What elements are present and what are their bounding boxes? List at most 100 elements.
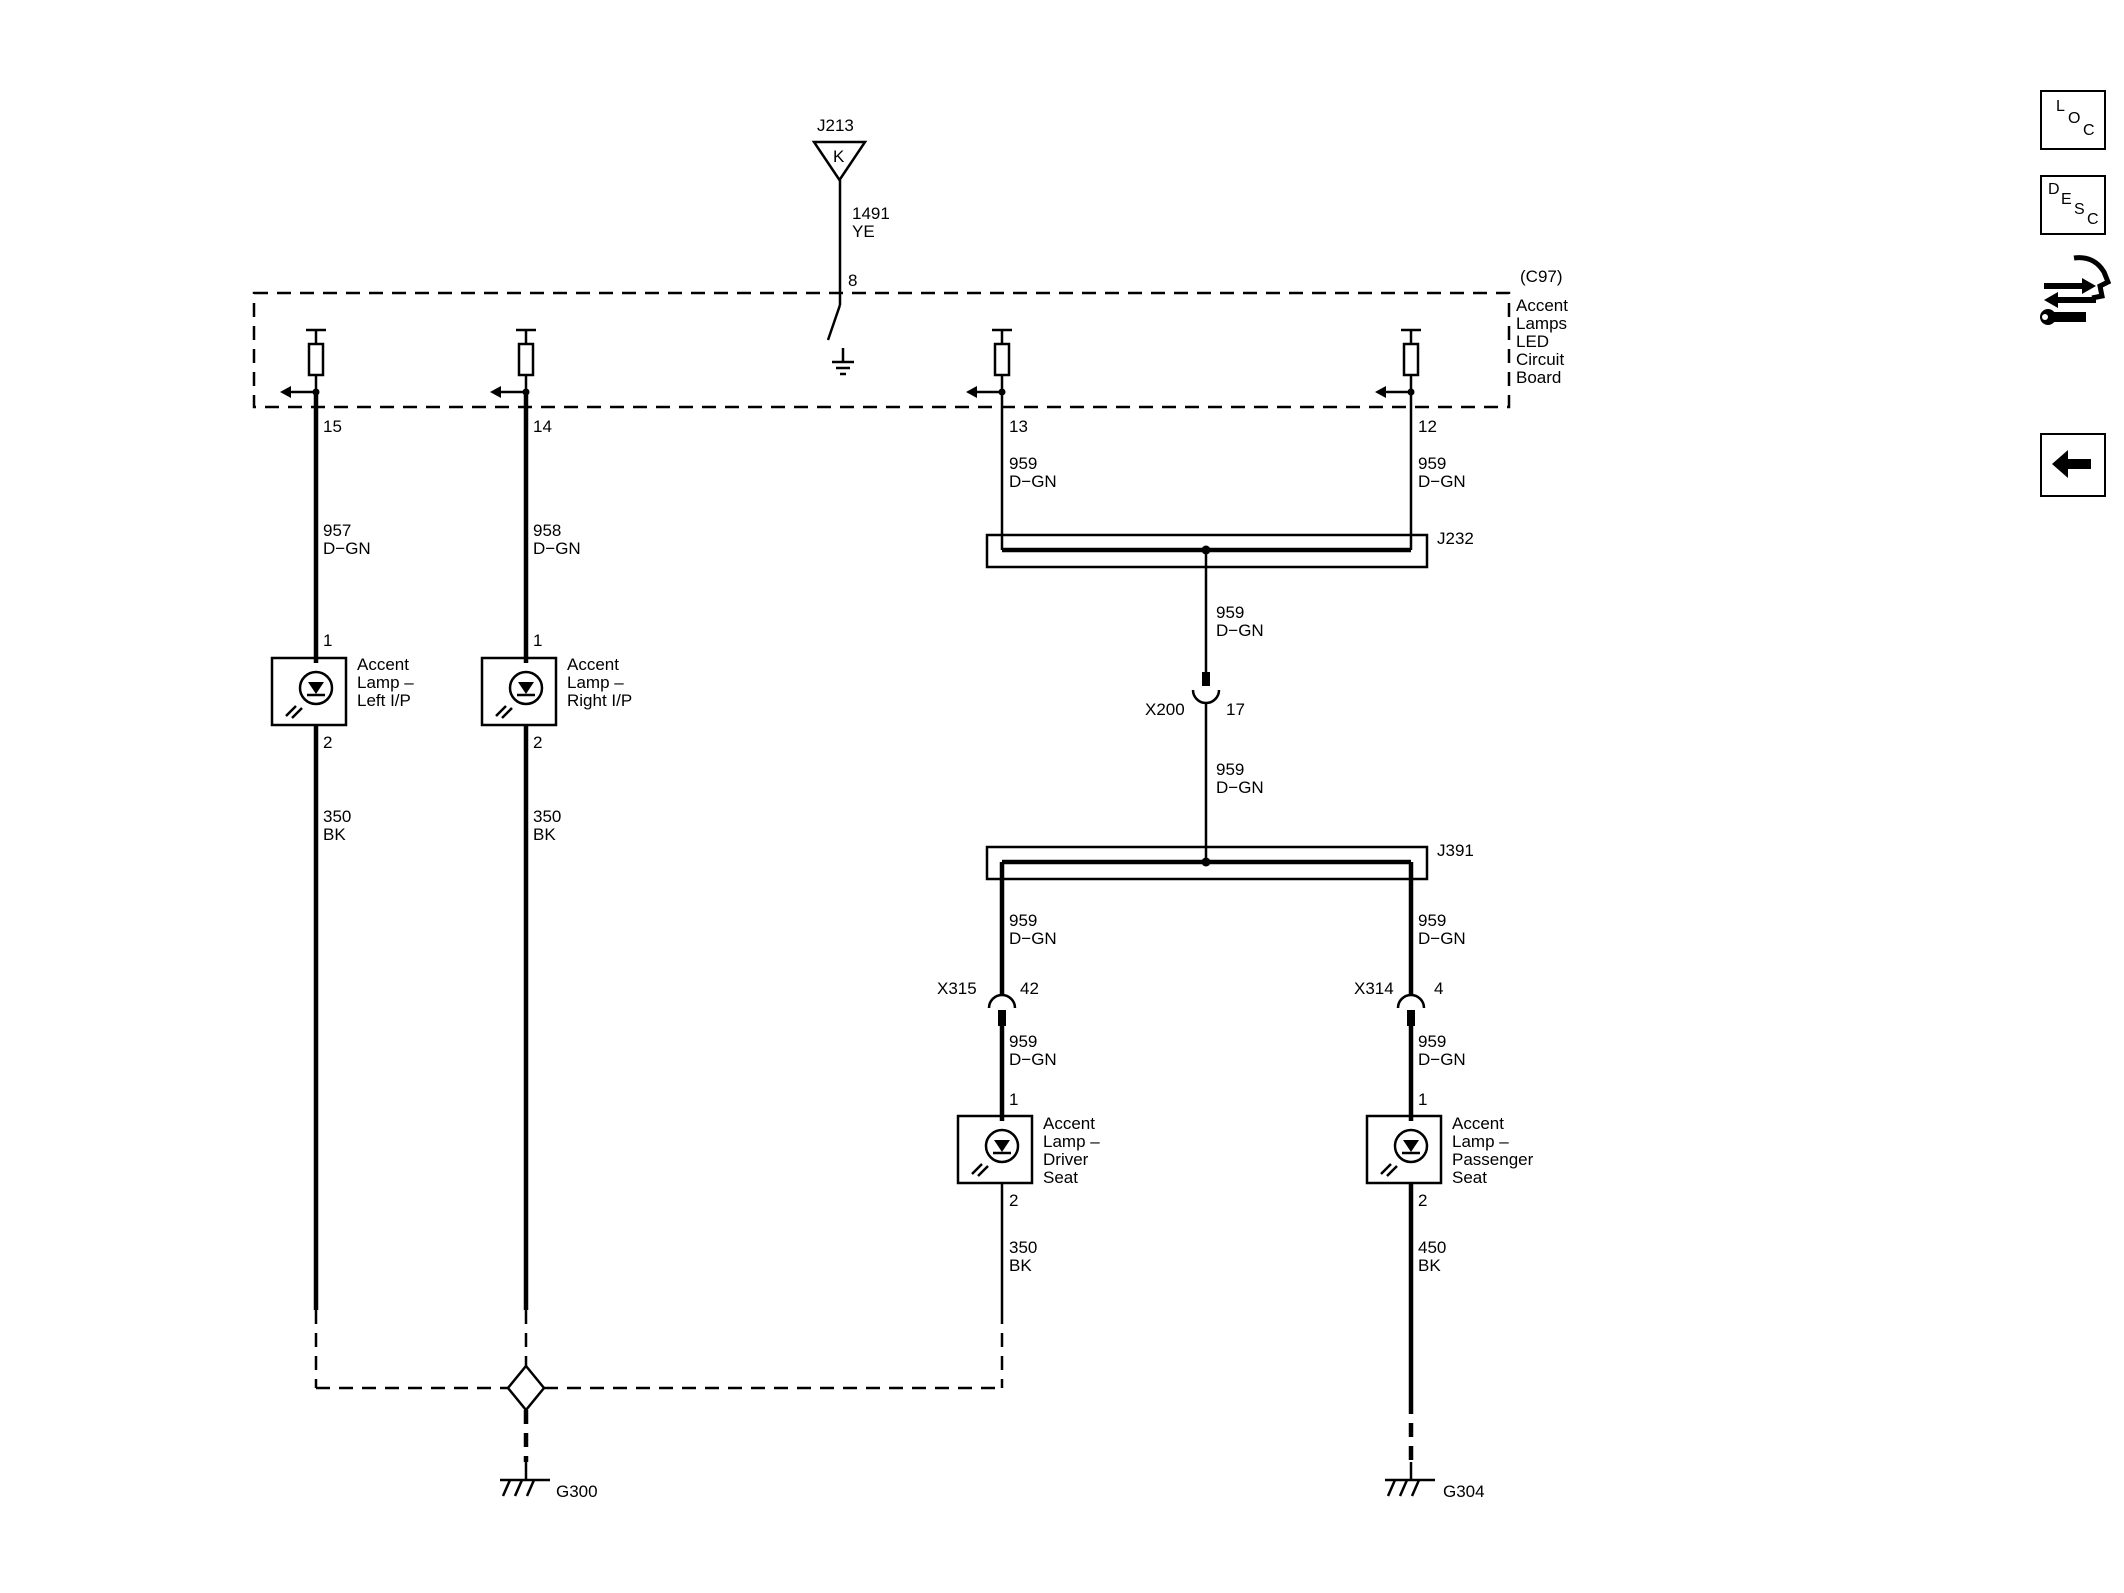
lamp-driver-pin2: 2 [1009, 1191, 1018, 1210]
connector-x315-name: X315 [937, 979, 977, 998]
lamp-left-line-3: Left I/P [357, 691, 411, 710]
lamp-left-line-1: Accent [357, 655, 409, 674]
board-name-line-5: Board [1516, 368, 1561, 387]
wire-959-x315-color: D−GN [1009, 1050, 1057, 1069]
board-driver-15 [280, 328, 326, 398]
wire-350-b-circuit: 350 [533, 807, 561, 826]
board-pin-13: 13 [1009, 417, 1028, 436]
wire-957-color: D−GN [323, 539, 371, 558]
wire-959-left-color: D−GN [1009, 929, 1057, 948]
desc-letter-c: C [2087, 211, 2099, 228]
board-pin-8: 8 [848, 271, 857, 290]
back-arrow-icon [2052, 450, 2091, 478]
board-name-line-4: Circuit [1516, 350, 1564, 369]
desc-button[interactable]: D E S C [2040, 175, 2106, 235]
lamp-passenger-line-1: Accent [1452, 1114, 1504, 1133]
lamp-passenger-pin1: 1 [1418, 1090, 1427, 1109]
connector-x314 [1396, 993, 1426, 1026]
lamp-driver-line-3: Driver [1043, 1150, 1089, 1169]
board-driver-14 [490, 328, 536, 398]
lamp-passenger-seat [1365, 1114, 1443, 1185]
board-name-line-3: LED [1516, 332, 1549, 351]
wire-959-12-circuit: 959 [1418, 454, 1446, 473]
lamp-driver-line-1: Accent [1043, 1114, 1095, 1133]
loc-letter-o: O [2068, 110, 2081, 127]
splice-j232-label: J232 [1437, 529, 1474, 548]
connector-x200-pin: 17 [1226, 700, 1245, 719]
ground-g304-icon [1385, 1462, 1435, 1497]
desc-letter-d: D [2048, 181, 2060, 198]
board-name-line-1: Accent [1516, 296, 1568, 315]
desc-letter-e: E [2061, 191, 2072, 208]
circuit-board-outline [252, 291, 1511, 409]
loc-button[interactable]: L O C [2040, 90, 2106, 150]
connector-x314-pin: 4 [1434, 979, 1443, 998]
wire-959-x314-color: D−GN [1418, 1050, 1466, 1069]
board-ref: (C97) [1520, 267, 1563, 286]
lamp-passenger-pin2: 2 [1418, 1191, 1427, 1210]
desc-letter-s: S [2074, 201, 2085, 218]
lamp-driver-seat [956, 1114, 1034, 1185]
ground-g304-label: G304 [1443, 1482, 1485, 1501]
board-driver-12 [1375, 328, 1421, 398]
splice-j213: J213 K [811, 116, 868, 183]
wire-959-13-circuit: 959 [1009, 454, 1037, 473]
wire-958-circuit: 958 [533, 521, 561, 540]
wire-959-right-color: D−GN [1418, 929, 1466, 948]
wire-959-left-circuit: 959 [1009, 911, 1037, 930]
board-pin-15: 15 [323, 417, 342, 436]
wire-959-13-color: D−GN [1009, 472, 1057, 491]
board-pin-12: 12 [1418, 417, 1437, 436]
connector-wrench-icon[interactable] [2038, 252, 2112, 332]
wire-959-x200-color: D−GN [1216, 778, 1264, 797]
connector-x315-pin: 42 [1020, 979, 1039, 998]
ground-bus-g300 [316, 1364, 1002, 1462]
lamp-right-pin2: 2 [533, 733, 542, 752]
wire-959-x200-circuit: 959 [1216, 760, 1244, 779]
wire-1491-circuit: 1491 [852, 204, 890, 223]
lamp-driver-pin1: 1 [1009, 1090, 1018, 1109]
wire-958-color: D−GN [533, 539, 581, 558]
ground-g300-label: G300 [556, 1482, 598, 1501]
lamp-right-line-2: Lamp – [567, 673, 624, 692]
wire-450-color: BK [1418, 1256, 1441, 1275]
wire-350-a-circuit: 350 [323, 807, 351, 826]
back-button[interactable] [2040, 433, 2106, 497]
connector-x200 [1191, 672, 1221, 705]
splice-j391-label: J391 [1437, 841, 1474, 860]
lamp-passenger-line-3: Passenger [1452, 1150, 1534, 1169]
connector-x200-name: X200 [1145, 700, 1185, 719]
lamp-left-line-2: Lamp – [357, 673, 414, 692]
lamp-passenger-line-4: Seat [1452, 1168, 1487, 1187]
ground-g300-icon [500, 1462, 550, 1497]
splice-j213-pin: K [833, 147, 845, 166]
lamp-right-ip [480, 656, 558, 727]
lamp-left-ip [270, 656, 348, 727]
lamp-right-pin1: 1 [533, 631, 542, 650]
board-driver-13 [966, 328, 1012, 398]
lamp-left-pin2: 2 [323, 733, 332, 752]
lamp-right-line-3: Right I/P [567, 691, 632, 710]
wire-959-j232-circuit: 959 [1216, 603, 1244, 622]
wire-350-c-circuit: 350 [1009, 1238, 1037, 1257]
board-pin-14: 14 [533, 417, 552, 436]
wire-350-a-color: BK [323, 825, 346, 844]
splice-j213-label: J213 [817, 116, 854, 135]
loc-letter-c: C [2083, 122, 2095, 139]
board-ground-switch [826, 304, 854, 376]
wire-959-right-circuit: 959 [1418, 911, 1446, 930]
loc-letter-l: L [2056, 98, 2065, 115]
lamp-right-line-1: Accent [567, 655, 619, 674]
wire-957-circuit: 957 [323, 521, 351, 540]
board-name-line-2: Lamps [1516, 314, 1567, 333]
board-name: Accent Lamps LED Circuit Board [1516, 296, 1568, 387]
lamp-passenger-line-2: Lamp – [1452, 1132, 1509, 1151]
connector-x315 [987, 993, 1017, 1026]
wire-450-circuit: 450 [1418, 1238, 1446, 1257]
wire-1491-color: YE [852, 222, 875, 241]
wire-959-j232-color: D−GN [1216, 621, 1264, 640]
lamp-driver-line-4: Seat [1043, 1168, 1078, 1187]
splice-pack-j391 [985, 845, 1429, 881]
connector-x314-name: X314 [1354, 979, 1394, 998]
